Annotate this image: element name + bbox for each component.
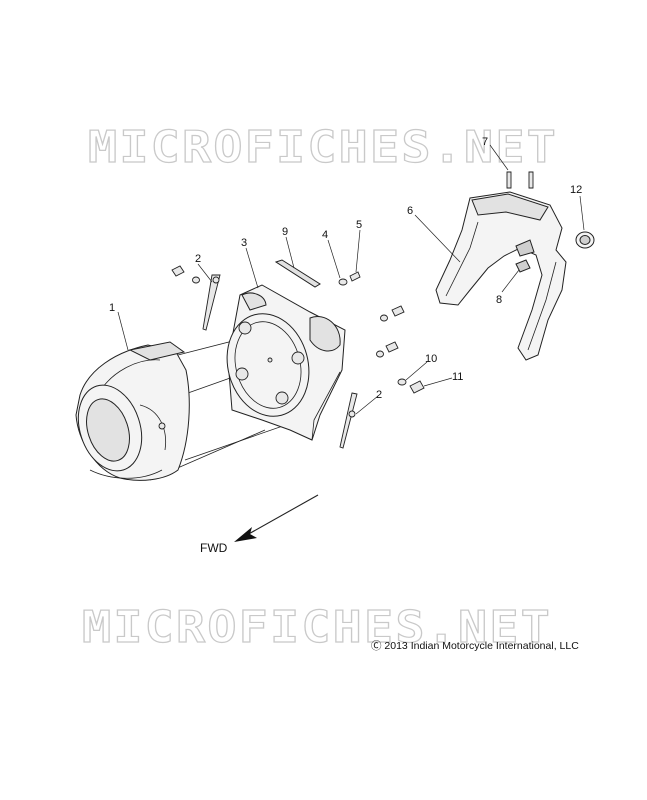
grommet-part-12 [575, 231, 595, 249]
callout-1: 1 [109, 302, 115, 314]
headlight-nacelle-part-1 [75, 341, 190, 481]
bolt-part-11 [409, 380, 425, 394]
forward-arrow [234, 494, 319, 542]
callout-5: 5 [356, 219, 362, 231]
copyright-notice: Ⓒ 2013 Indian Motorcycle International, … [371, 640, 579, 652]
screw-part-5 [349, 271, 361, 282]
callout-3: 3 [241, 237, 247, 249]
callout-10: 10 [425, 353, 437, 365]
callout-4: 4 [322, 229, 328, 241]
washer-part-10 [397, 378, 407, 386]
washer-part-4 [338, 278, 348, 286]
pin-part-2-lower [339, 392, 358, 449]
callout-11: 11 [452, 371, 463, 383]
bolts-part-7 [506, 171, 534, 189]
watermark-bottom: MICROFICHES.NET [82, 602, 552, 653]
clip-part-8 [515, 259, 531, 273]
callout-8: 8 [496, 294, 502, 306]
rod-part-9 [274, 259, 321, 288]
callout-9: 9 [282, 226, 288, 238]
callout-12: 12 [570, 184, 582, 196]
fairing-part-6 [435, 191, 567, 361]
callout-2-upper: 2 [195, 253, 201, 265]
pin-part-2-upper [202, 274, 221, 331]
watermark-top: MICROFICHES.NET [88, 122, 558, 173]
fwd-label: FWD [200, 541, 228, 555]
callout-7: 7 [482, 136, 488, 148]
callout-6: 6 [407, 205, 413, 217]
inner-bracket-part-3 [226, 284, 346, 441]
leader-lines [117, 144, 585, 415]
callout-2-lower: 2 [376, 389, 382, 401]
bolts-middle [376, 305, 405, 358]
bolt-upper-left [171, 265, 200, 284]
